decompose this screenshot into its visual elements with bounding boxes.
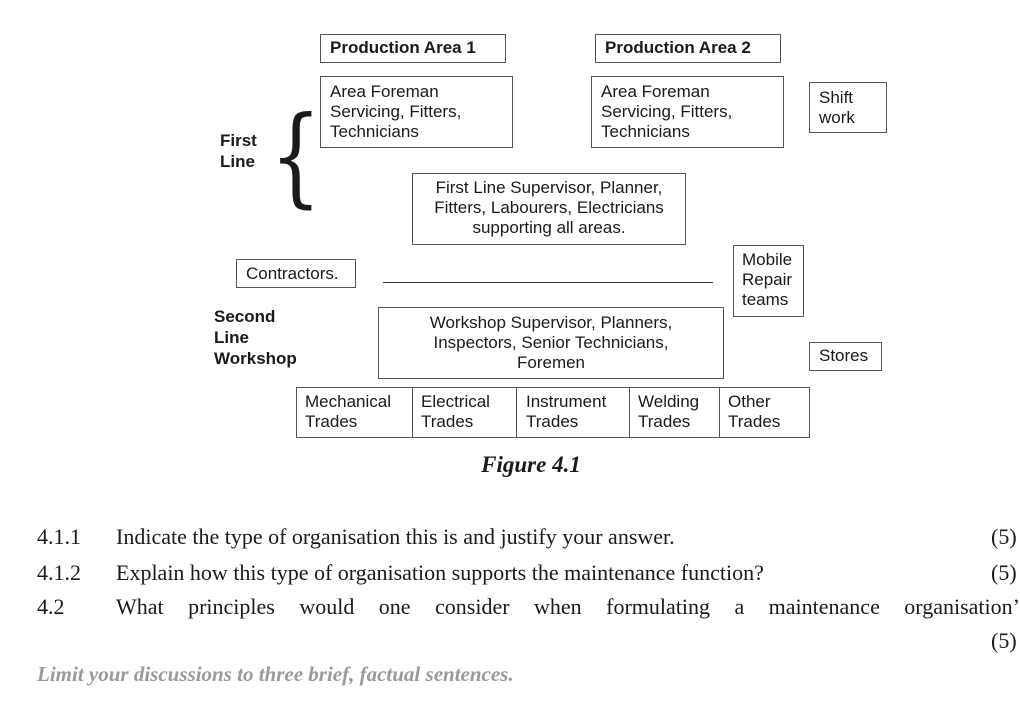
- instruction-note: Limit your discussions to three brief, f…: [37, 662, 514, 686]
- first-line-brace-icon: {: [270, 94, 322, 219]
- question-number: 4.2: [37, 594, 65, 619]
- shift-work-box: Shift work: [809, 82, 887, 133]
- question-text: What principles would one consider when …: [116, 594, 1020, 619]
- question-mark: (5): [991, 524, 1017, 549]
- second-line-workshop-label: Second Line Workshop: [214, 307, 297, 368]
- area-foreman-2-box: Area Foreman Servicing, Fitters, Technic…: [591, 76, 784, 148]
- stores-box: Stores: [809, 342, 882, 371]
- welding-trades-box: Welding Trades: [629, 387, 720, 438]
- instrument-trades-box: Instrument Trades: [516, 387, 630, 438]
- question-text: Explain how this type of organisation su…: [116, 560, 764, 585]
- question-mark: (5): [991, 560, 1017, 585]
- question-text: Indicate the type of organisation this i…: [116, 524, 675, 549]
- connector-line: [383, 282, 713, 283]
- question-number: 4.1.1: [37, 524, 81, 549]
- first-line-label: First Line: [220, 131, 257, 171]
- mobile-repair-teams-box: Mobile Repair teams: [733, 245, 804, 317]
- production-area-1-box: Production Area 1: [320, 34, 506, 63]
- other-trades-box: Other Trades: [719, 387, 810, 438]
- question-number: 4.1.2: [37, 560, 81, 585]
- figure-caption: Figure 4.1: [481, 452, 581, 477]
- electrical-trades-box: Electrical Trades: [412, 387, 517, 438]
- contractors-box: Contractors.: [236, 259, 356, 288]
- production-area-2-box: Production Area 2: [595, 34, 781, 63]
- workshop-supervisor-box: Workshop Supervisor, Planners, Inspector…: [378, 307, 724, 379]
- area-foreman-1-box: Area Foreman Servicing, Fitters, Technic…: [320, 76, 513, 148]
- first-line-supervisor-box: First Line Supervisor, Planner, Fitters,…: [412, 173, 686, 245]
- mechanical-trades-box: Mechanical Trades: [296, 387, 413, 438]
- question-mark: (5): [991, 628, 1017, 653]
